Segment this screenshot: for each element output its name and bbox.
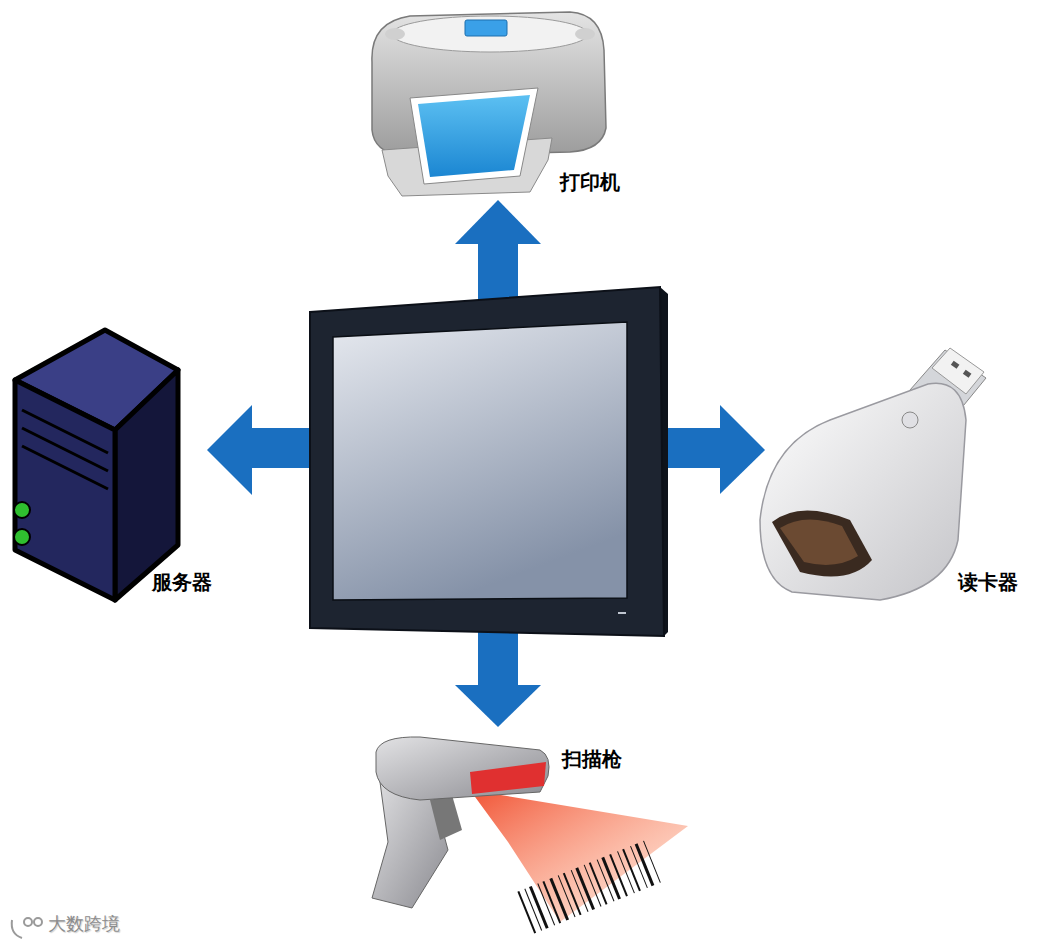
- card-reader: [760, 348, 986, 600]
- scanner: [372, 737, 688, 933]
- device-label: 读卡器: [958, 571, 1018, 593]
- arrow: [207, 200, 765, 727]
- server-node: 服务器: [5, 322, 230, 607]
- device-label: 服务器: [152, 571, 212, 593]
- card-reader-node: 读卡器: [750, 345, 1042, 607]
- printer-node: 打印机: [365, 8, 650, 203]
- scanner-node: 扫描枪: [368, 732, 690, 927]
- server: [14, 330, 178, 600]
- monitor: [310, 287, 668, 636]
- watermark: 大数跨境: [48, 912, 120, 936]
- device-label: 扫描枪: [562, 748, 622, 770]
- watermark-logo: [12, 918, 42, 938]
- device-label: 打印机: [560, 171, 620, 193]
- printer: [372, 12, 606, 196]
